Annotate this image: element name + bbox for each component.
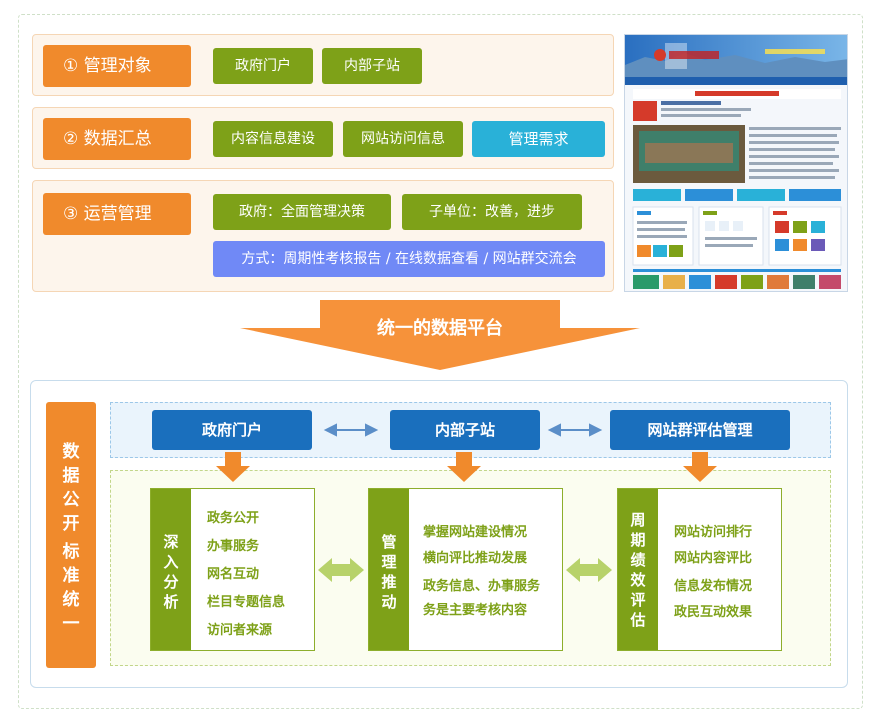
panel-head: 周 期 绩 效 评 估 [618,489,658,650]
panel-head-char: 析 [163,593,179,611]
panel-item: 栏目专题信息 [207,595,286,610]
platform-arrow [240,300,640,370]
panel-head-char: 推 [381,573,397,591]
panel-head-char: 期 [630,531,646,549]
panel-head-char: 管 [381,533,397,551]
row-title: ① 管理对象 [43,45,191,87]
panel-head-char: 绩 [630,551,646,569]
box-internal-subsite: 内部子站 [390,410,540,450]
panel-head: 管 理 推 动 [369,489,409,650]
row-title: ② 数据汇总 [43,118,191,160]
panel-periodic-eval: 周 期 绩 效 评 估 网站访问排行 网站内容评比 信息发布情况 政民互动效果 [617,488,782,651]
down-arrow-2 [447,452,481,482]
side-label-char: 一 [62,614,80,634]
panel-head-char: 周 [630,511,646,529]
side-label-char: 公 [62,490,80,510]
panel-item: 政务公开 [207,511,260,526]
panel-head-char: 动 [381,593,397,611]
panel-item: 政民互动效果 [674,605,753,620]
row-data-summary: ② 数据汇总 内容信息建设 网站访问信息 管理需求 [32,107,614,169]
panel-item: 访问者来源 [207,623,273,638]
down-arrow-1 [216,452,250,482]
row-title: ③ 运营管理 [43,193,191,235]
double-arrow-mid-right [566,558,612,582]
panel-item: 务是主要考核内容 [423,603,528,618]
chip-gov-decision: 政府：全面管理决策 [213,194,391,230]
panel-head-char: 分 [163,573,179,591]
outer-frame [18,14,863,709]
chip-management-needs: 管理需求 [472,121,605,157]
side-label-char: 准 [62,566,80,586]
panel-deep-analysis: 深 入 分 析 政务公开 办事服务 网名互动 栏目专题信息 访问者来源 [150,488,315,651]
chip-gov-portal: 政府门户 [213,48,313,84]
panel-head-char: 入 [163,553,179,571]
website-screenshot [624,34,848,292]
panel-management-push: 管 理 推 动 掌握网站建设情况 横向评比推动发展 政务信息、办事服务 务是主要… [368,488,563,651]
panel-item: 横向评比推动发展 [423,551,528,566]
row-operations: ③ 运营管理 政府：全面管理决策 子单位：改善，进步 方式：周期性考核报告 / … [32,180,614,292]
platform-label: 统一的数据平台 [377,318,503,339]
box-gov-portal: 政府门户 [152,410,312,450]
double-arrow-top-right [547,423,603,437]
chip-methods: 方式：周期性考核报告 / 在线数据查看 / 网站群交流会 [213,241,605,277]
chip-content-building: 内容信息建设 [213,121,333,157]
side-label-char: 据 [62,466,80,486]
panel-head-char: 评 [630,591,646,609]
chip-internal-subsite: 内部子站 [322,48,422,84]
panel-head-char: 理 [381,553,397,571]
panel-head-char: 估 [630,611,646,629]
side-label-char: 标 [62,542,80,562]
panel-item: 办事服务 [207,539,260,554]
side-label: 数 据 公 开 标 准 统 一 [46,402,96,668]
side-label-char: 开 [62,514,80,534]
side-label-char: 统 [62,590,80,610]
panel-item: 网站访问排行 [674,525,753,540]
row-management-objects: ① 管理对象 政府门户 内部子站 [32,34,614,96]
double-arrow-mid-left [318,558,364,582]
panel-item: 网名互动 [207,567,260,582]
panel-head-char: 效 [630,571,646,589]
chip-subunit-improve: 子单位：改善，进步 [402,194,582,230]
panel-item: 信息发布情况 [674,579,753,594]
side-label-char: 数 [62,442,80,462]
panel-head-char: 深 [163,533,179,551]
panel-head: 深 入 分 析 [151,489,191,650]
panel-item: 掌握网站建设情况 [423,525,528,540]
website-screenshot-image [625,35,847,291]
down-arrow-3 [683,452,717,482]
box-sitegroup-eval: 网站群评估管理 [610,410,790,450]
panel-item: 网站内容评比 [674,551,753,566]
chip-site-visits: 网站访问信息 [343,121,463,157]
panel-item: 政务信息、办事服务 [423,579,541,594]
double-arrow-top-left [323,423,379,437]
